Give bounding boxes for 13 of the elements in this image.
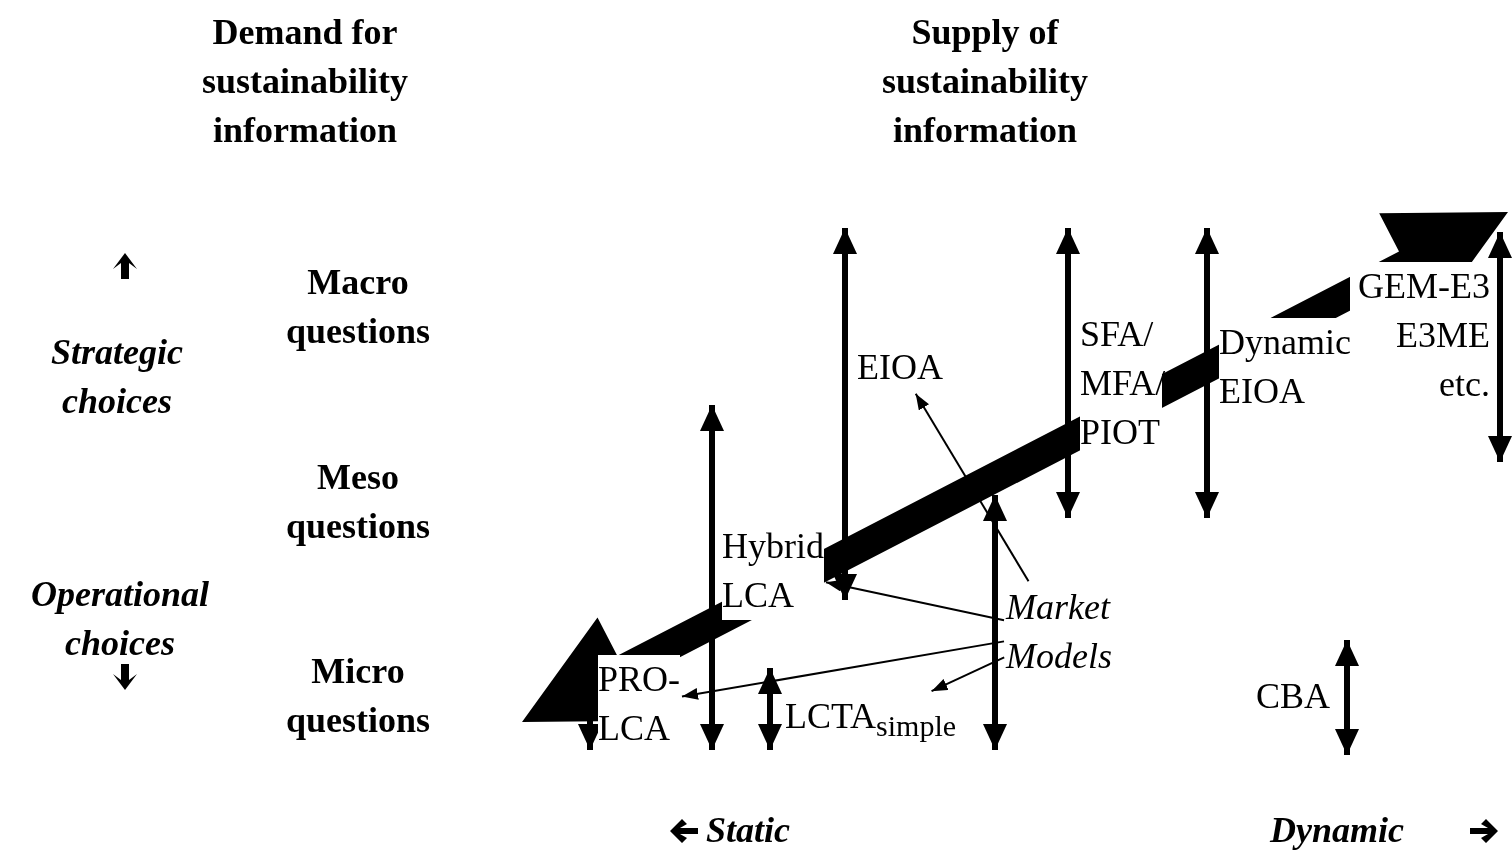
heading: Supply of sustainability information [880,11,1090,152]
level-label: Meso questions [284,456,432,548]
axis-label: Strategic choices [50,331,184,423]
level-label: Micro questions [284,650,432,742]
arrow [930,656,1006,693]
arrow [824,579,1006,622]
axis-label: Static [706,809,790,851]
axis-label: Operational choices [30,573,210,665]
arrow [680,640,1006,700]
axis-label: Dynamic [1270,809,1404,851]
heading: Demand for sustainability information [200,11,410,152]
arrow [914,392,1030,583]
level-label: Macro questions [284,261,432,353]
